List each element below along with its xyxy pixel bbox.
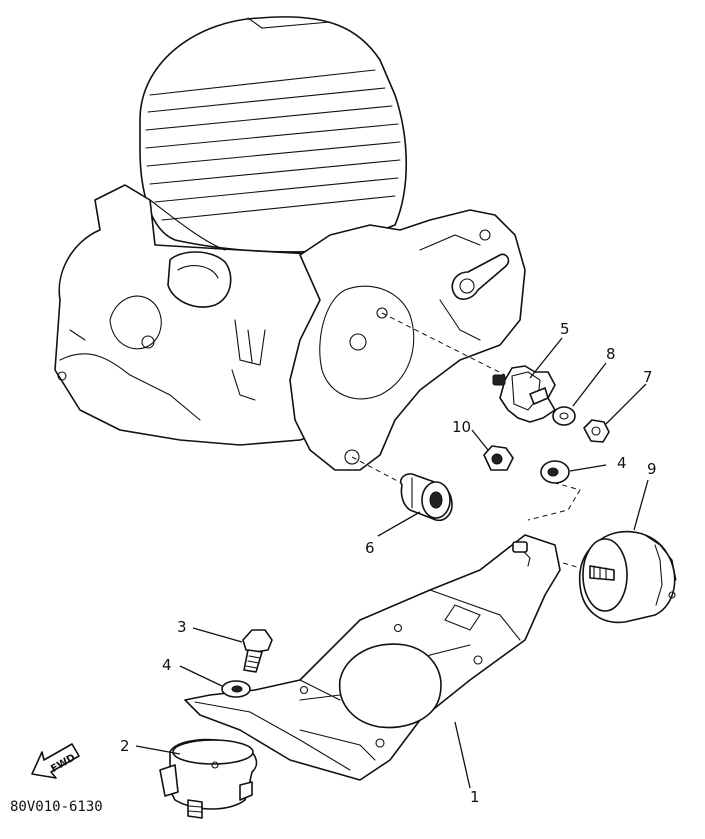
callout-6: 6 <box>365 539 375 557</box>
part-4-washer-lower <box>221 680 251 698</box>
engine-block <box>54 16 526 471</box>
callout-numbers: 5 8 7 10 4 9 6 3 4 2 1 <box>120 320 657 806</box>
part-3-bolt <box>242 629 273 673</box>
figure-code: 80V010-6130 <box>10 799 103 815</box>
part-4-washer-upper <box>540 460 570 484</box>
part-10-nut <box>483 445 514 471</box>
callout-9: 9 <box>647 460 657 478</box>
leader-lines <box>135 337 649 789</box>
part-6-bushing <box>399 473 453 522</box>
callout-2: 2 <box>120 737 130 755</box>
part-9-rubber-mount <box>578 530 677 624</box>
part-7-nut <box>583 419 610 443</box>
part-5-damper-flange <box>492 365 556 423</box>
callout-4-upper: 4 <box>617 454 627 472</box>
callout-1: 1 <box>470 788 480 806</box>
callout-5: 5 <box>560 320 570 338</box>
callout-4-lower: 4 <box>162 656 172 674</box>
callout-3: 3 <box>177 618 187 636</box>
callout-8: 8 <box>606 345 616 363</box>
part-2-rubber-mount <box>159 738 258 819</box>
callout-10: 10 <box>452 418 471 436</box>
part-8-washer <box>552 406 576 426</box>
part-1-bracket <box>184 534 561 781</box>
fwd-arrow-icon: FWD <box>31 743 80 779</box>
callout-7: 7 <box>643 368 653 386</box>
